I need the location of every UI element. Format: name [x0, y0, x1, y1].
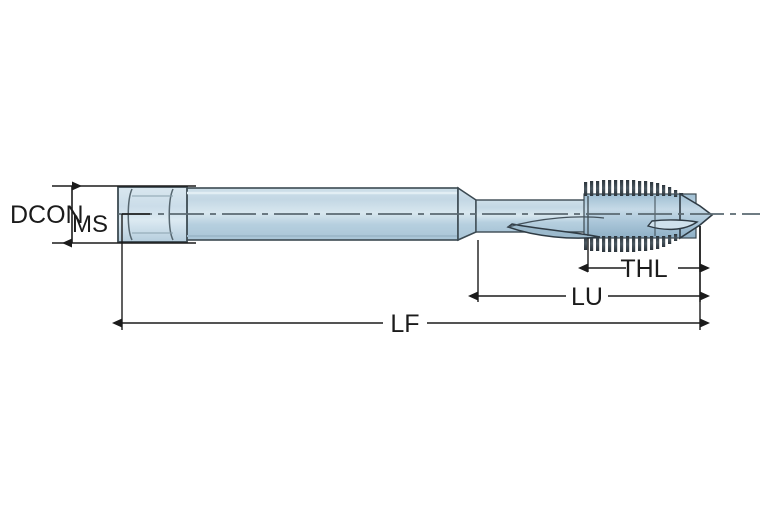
tap-tool-body: [117, 180, 760, 252]
dcon-label: DCON: [10, 201, 84, 229]
thl-label: THL: [620, 255, 667, 283]
lu-label: LU: [571, 283, 603, 311]
dimension-thl: THL: [578, 226, 710, 283]
flute-groove-edge: [507, 216, 605, 228]
dimension-ms: MS: [72, 211, 150, 238]
lf-label: LF: [390, 310, 419, 338]
flute-groove: [506, 223, 601, 239]
spiral-point-gash: [646, 219, 699, 231]
ms-label: MS: [72, 211, 108, 238]
dimension-lf: LF: [112, 214, 710, 338]
dimension-dcon: DCON: [10, 181, 196, 248]
square-drive: [117, 186, 188, 243]
square-drive-left-chamfer: [127, 188, 133, 241]
thread-teeth-lower: [584, 232, 684, 252]
thread-teeth-upper: [584, 180, 684, 198]
square-drive-right-chamfer: [168, 188, 174, 241]
